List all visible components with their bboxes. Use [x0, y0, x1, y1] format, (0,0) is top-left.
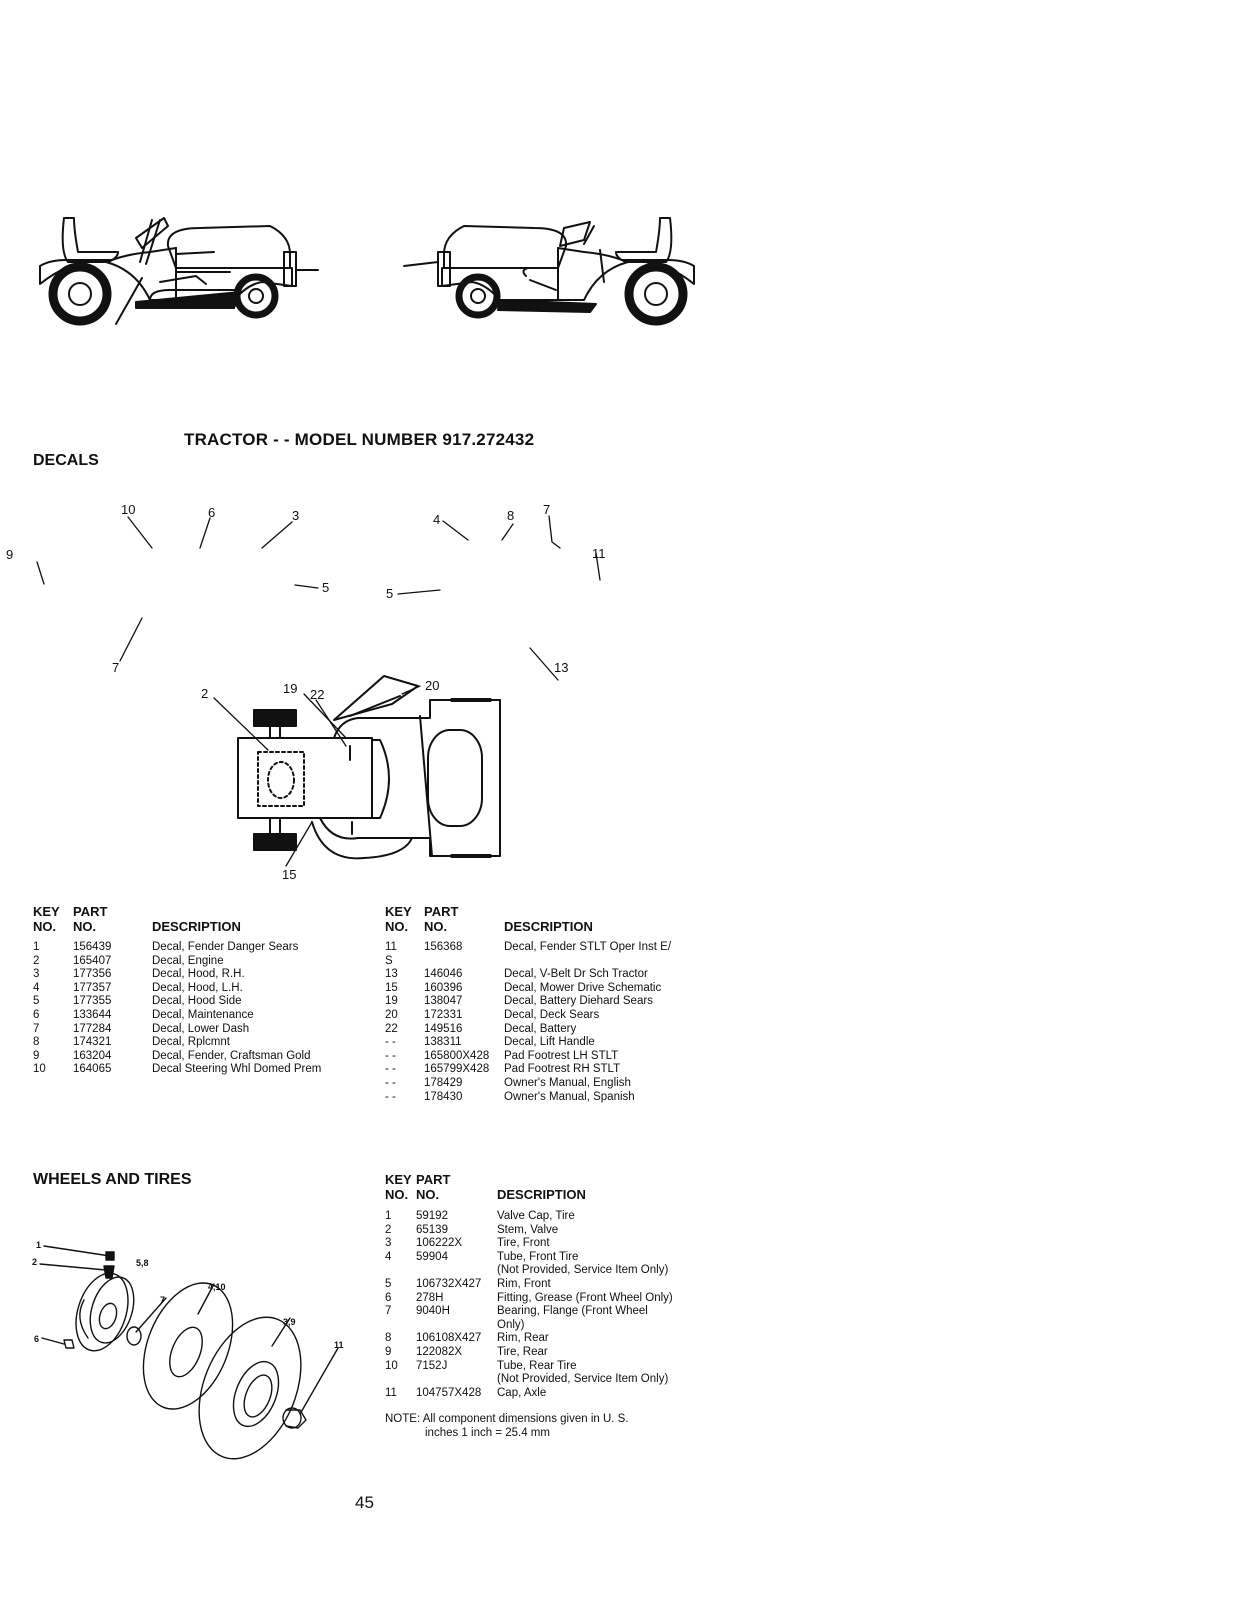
header-part-no: NO.: [73, 919, 97, 934]
decals-section-title: DECALS: [33, 452, 99, 469]
header-description: DESCRIPTION: [152, 919, 241, 934]
table-row: (Not Provided, Service Item Only): [497, 1264, 669, 1277]
header-description: DESCRIPTION: [504, 919, 593, 934]
wheel-callout-3-9: 3,9: [283, 1317, 296, 1327]
wheel-callout-4-10: 4,10: [208, 1282, 226, 1292]
header-part-top: PART: [416, 1172, 451, 1187]
right-table-header: KEY PART NO. NO. DESCRIPTION: [385, 904, 593, 934]
wheel-callout-7: 7: [160, 1295, 166, 1305]
callout-9: 9: [6, 547, 14, 562]
callout-13: 13: [554, 660, 569, 675]
callout-7-right: 7: [543, 502, 551, 517]
header-part-top: PART: [73, 904, 108, 919]
callout-10: 10: [121, 502, 136, 517]
wheels-section-title: WHEELS AND TIRES: [33, 1171, 192, 1188]
header-part-no: NO.: [424, 919, 448, 934]
table-row: S: [385, 954, 393, 967]
callout-4: 4: [433, 512, 441, 527]
units-note: NOTE: All component dimensions given in …: [385, 1412, 629, 1440]
tractor-right-side-drawing: [40, 218, 318, 324]
callout-2: 2: [201, 686, 209, 701]
note-line-2: inches 1 inch = 25.4 mm: [425, 1427, 550, 1439]
callout-5-left: 5: [322, 580, 330, 595]
wheel-callout-11: 11: [334, 1340, 344, 1350]
wheel-callout-2: 2: [32, 1257, 38, 1267]
wheels-table-header: KEY PART NO. NO. DESCRIPTION: [385, 1172, 586, 1202]
callout-3: 3: [292, 508, 300, 523]
header-part-no: NO.: [416, 1187, 440, 1202]
header-key-top: KEY: [33, 904, 60, 919]
note-label: NOTE:: [385, 1413, 421, 1425]
tractor-top-view-drawing: [238, 676, 500, 858]
table-row: (Not Provided, Service Item Only): [497, 1373, 669, 1386]
tractor-left-side-drawing: [404, 218, 694, 312]
wheel-callout-6: 6: [34, 1334, 40, 1344]
table-row: Only): [497, 1318, 525, 1331]
callout-11: 11: [592, 546, 606, 561]
header-part-top: PART: [424, 904, 459, 919]
header-key-top: KEY: [385, 904, 412, 919]
header-key-no: NO.: [385, 919, 409, 934]
callout-6: 6: [208, 505, 216, 520]
header-key-no: NO.: [385, 1187, 409, 1202]
callout-8: 8: [507, 508, 515, 523]
page-title: TRACTOR - - MODEL NUMBER 917.272432: [184, 430, 535, 449]
header-key-no: NO.: [33, 919, 57, 934]
note-line-1: All component dimensions given in U. S.: [422, 1413, 629, 1425]
callout-7-left: 7: [112, 660, 120, 675]
left-table-header: KEY PART NO. NO. DESCRIPTION: [33, 904, 241, 934]
wheel-callout-5-8: 5,8: [136, 1258, 149, 1268]
wheel-callout-1: 1: [36, 1240, 42, 1250]
header-description: DESCRIPTION: [497, 1187, 586, 1202]
callout-19: 19: [283, 681, 298, 696]
callout-15: 15: [282, 867, 297, 882]
page-number: 45: [355, 1493, 374, 1512]
callout-20: 20: [425, 678, 440, 693]
callout-22: 22: [310, 687, 325, 702]
header-key-top: KEY: [385, 1172, 412, 1187]
callout-5-right: 5: [386, 586, 394, 601]
decal-leader-lines: [37, 516, 600, 866]
